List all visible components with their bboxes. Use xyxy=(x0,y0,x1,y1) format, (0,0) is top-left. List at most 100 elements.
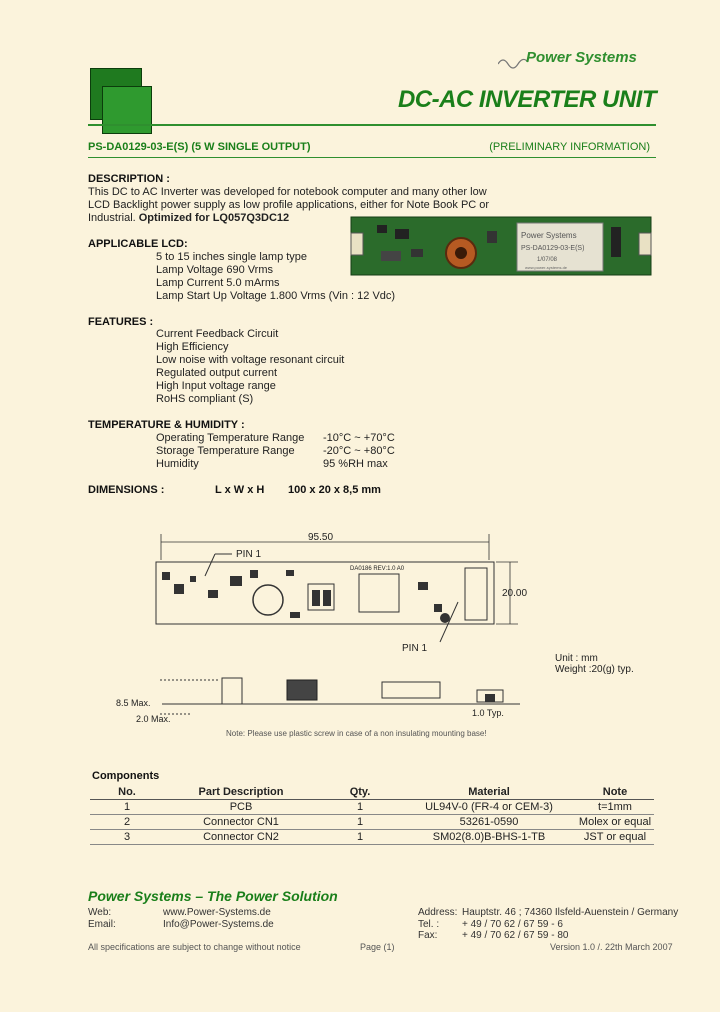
description-line: Industrial. Optimized for LQ057Q3DC12 xyxy=(88,212,508,225)
address-label: Address: xyxy=(418,907,458,918)
height-max-label: 8.5 Max. xyxy=(116,698,151,708)
part-description: (5 W SINGLE OUTPUT) xyxy=(191,141,311,153)
tel-value: + 49 / 70 62 / 67 59 - 6 xyxy=(462,919,563,930)
table-row: 3 Connector CN2 1 SM02(8.0)B-BHS-1-TB JS… xyxy=(90,829,654,845)
column-header: No. xyxy=(90,785,164,800)
preliminary-note: (PRELIMINARY INFORMATION) xyxy=(489,141,650,153)
list-item: Low noise with voltage resonant circuit xyxy=(156,354,345,366)
table-cell: PCB xyxy=(164,799,318,815)
temperature-values: -10°C ~ +70°C -20°C ~ +80°C 95 %RH max xyxy=(323,432,395,471)
list-item: High Efficiency xyxy=(156,341,229,353)
dimension-drawing: 95.50 DA0186 REV:1.0 A0 PIN 1 PIN 1 20.0… xyxy=(116,532,527,724)
weight-label: Weight :20(g) typ. xyxy=(555,664,634,675)
typ-label: 1.0 Typ. xyxy=(472,708,504,718)
address-value: Hauptstr. 46 ; 74360 Ilsfeld-Auenstein /… xyxy=(462,907,679,918)
photo-label-web: www.power-systems.de xyxy=(525,265,568,270)
tel-label: Tel. : xyxy=(418,919,440,930)
pin1-bottom-label: PIN 1 xyxy=(402,643,427,654)
table-cell: t=1mm xyxy=(576,799,654,815)
logo-wave-icon xyxy=(498,58,528,69)
list-item: Lamp Start Up Voltage 1.800 Vrms (Vin : … xyxy=(156,290,396,302)
table-cell: SM02(8.0)B-BHS-1-TB xyxy=(402,829,576,845)
list-item: Current Feedback Circuit xyxy=(156,328,279,340)
photo-label-date: 1/07/08 xyxy=(537,257,558,263)
table-cell: 53261-0590 xyxy=(402,814,576,830)
table-cell: Connector CN2 xyxy=(164,829,318,845)
table-cell: 2 xyxy=(90,814,164,830)
page-title: DC-AC INVERTER UNIT xyxy=(397,86,657,113)
list-item: Lamp Current 5.0 mArms xyxy=(156,277,280,289)
description-heading: DESCRIPTION : xyxy=(88,173,170,185)
photo-label-brand: Power Systems xyxy=(521,231,577,240)
email-link[interactable]: Info@Power-Systems.de xyxy=(163,919,274,930)
part-number: PS-DA0129-03-E(S) xyxy=(88,141,189,153)
dimensions-lwh: L x W x H xyxy=(215,484,265,496)
email-label: Email: xyxy=(88,919,116,930)
description-line3a: Industrial. xyxy=(88,212,139,224)
list-item: RoHS compliant (S) xyxy=(156,393,254,405)
part-number-line: PS-DA0129-03-E(S) (5 W SINGLE OUTPUT) xyxy=(88,141,311,153)
table-cell: Molex or equal xyxy=(576,814,654,830)
fax-label: Fax: xyxy=(418,930,438,941)
unit-label: Unit : mm xyxy=(555,653,598,664)
table-cell: JST or equal xyxy=(576,829,654,845)
temp-label: Storage Temperature Range xyxy=(156,445,295,457)
dimensions-heading: DIMENSIONS : xyxy=(88,484,165,496)
description-text: This DC to AC Inverter was developed for… xyxy=(88,186,508,225)
version: Version 1.0 /. 22th March 2007 xyxy=(550,942,673,952)
temp-value: -20°C ~ +80°C xyxy=(323,445,395,457)
photo-label-part: PS-DA0129-03-E(S) xyxy=(521,245,584,252)
column-header: Part Description xyxy=(164,785,318,800)
table-cell: 1 xyxy=(318,829,402,845)
list-item: Regulated output current xyxy=(156,367,278,379)
features-list: Current Feedback Circuit High Efficiency… xyxy=(156,328,344,406)
product-photo: Power Systems PS-DA0129-03-E(S) 1/07/08 … xyxy=(350,216,652,276)
components-heading: Components xyxy=(92,770,160,782)
table-cell: 1 xyxy=(318,814,402,830)
column-header: Qty. xyxy=(318,785,402,800)
column-header: Note xyxy=(576,785,654,800)
logo-square-front xyxy=(102,86,152,134)
table-cell: 3 xyxy=(90,829,164,845)
list-item: 5 to 15 inches single lamp type xyxy=(156,251,308,263)
features-heading: FEATURES : xyxy=(88,316,154,328)
disclaimer: All specifications are subject to change… xyxy=(88,942,301,952)
applicable-list: 5 to 15 inches single lamp type Lamp Vol… xyxy=(156,251,395,303)
footer-title: Power Systems – The Power Solution xyxy=(88,888,338,904)
description-line: LCD Backlight power supply as low profil… xyxy=(88,199,490,211)
pin1-top-label: PIN 1 xyxy=(236,549,261,560)
column-header: Material xyxy=(402,785,576,800)
table-cell: 1 xyxy=(90,799,164,815)
subheader-rule xyxy=(88,157,656,158)
brand-logo: Power Systems xyxy=(526,49,637,66)
table-row: 1 PCB 1 UL94V-0 (FR-4 or CEM-3) t=1mm xyxy=(90,799,654,815)
table-row: 2 Connector CN1 1 53261-0590 Molex or eq… xyxy=(90,814,654,830)
mounting-note: Note: Please use plastic screw in case o… xyxy=(226,729,487,738)
temp-value: -10°C ~ +70°C xyxy=(323,432,395,444)
list-item: High Input voltage range xyxy=(156,380,276,392)
list-item: Lamp Voltage 690 Vrms xyxy=(156,264,273,276)
description-line: This DC to AC Inverter was developed for… xyxy=(88,186,487,198)
height2-max-label: 2.0 Max. xyxy=(136,714,171,724)
table-header-row: No. Part Description Qty. Material Note xyxy=(90,785,654,800)
temp-label: Humidity xyxy=(156,458,199,470)
web-label: Web: xyxy=(88,907,112,918)
length-label: 95.50 xyxy=(308,532,333,543)
components-table: No. Part Description Qty. Material Note … xyxy=(90,785,654,845)
temp-label: Operating Temperature Range xyxy=(156,432,305,444)
table-cell: UL94V-0 (FR-4 or CEM-3) xyxy=(402,799,576,815)
header-rule xyxy=(88,124,656,126)
web-link[interactable]: www.Power-Systems.de xyxy=(163,907,271,918)
width-label: 20.00 xyxy=(502,588,527,599)
optimized-for: Optimized for LQ057Q3DC12 xyxy=(138,212,290,224)
fax-value: + 49 / 70 62 / 67 59 - 80 xyxy=(462,930,569,941)
page-number: Page (1) xyxy=(360,942,395,952)
temperature-heading: TEMPERATURE & HUMIDITY : xyxy=(88,419,245,431)
applicable-heading: APPLICABLE LCD: xyxy=(88,238,188,250)
table-cell: 1 xyxy=(318,799,402,815)
temperature-labels: Operating Temperature Range Storage Temp… xyxy=(156,432,304,471)
board-text: DA0186 REV:1.0 A0 xyxy=(350,566,405,572)
table-cell: Connector CN1 xyxy=(164,814,318,830)
dimensions-value: 100 x 20 x 8,5 mm xyxy=(288,484,381,496)
temp-value: 95 %RH max xyxy=(323,458,388,470)
